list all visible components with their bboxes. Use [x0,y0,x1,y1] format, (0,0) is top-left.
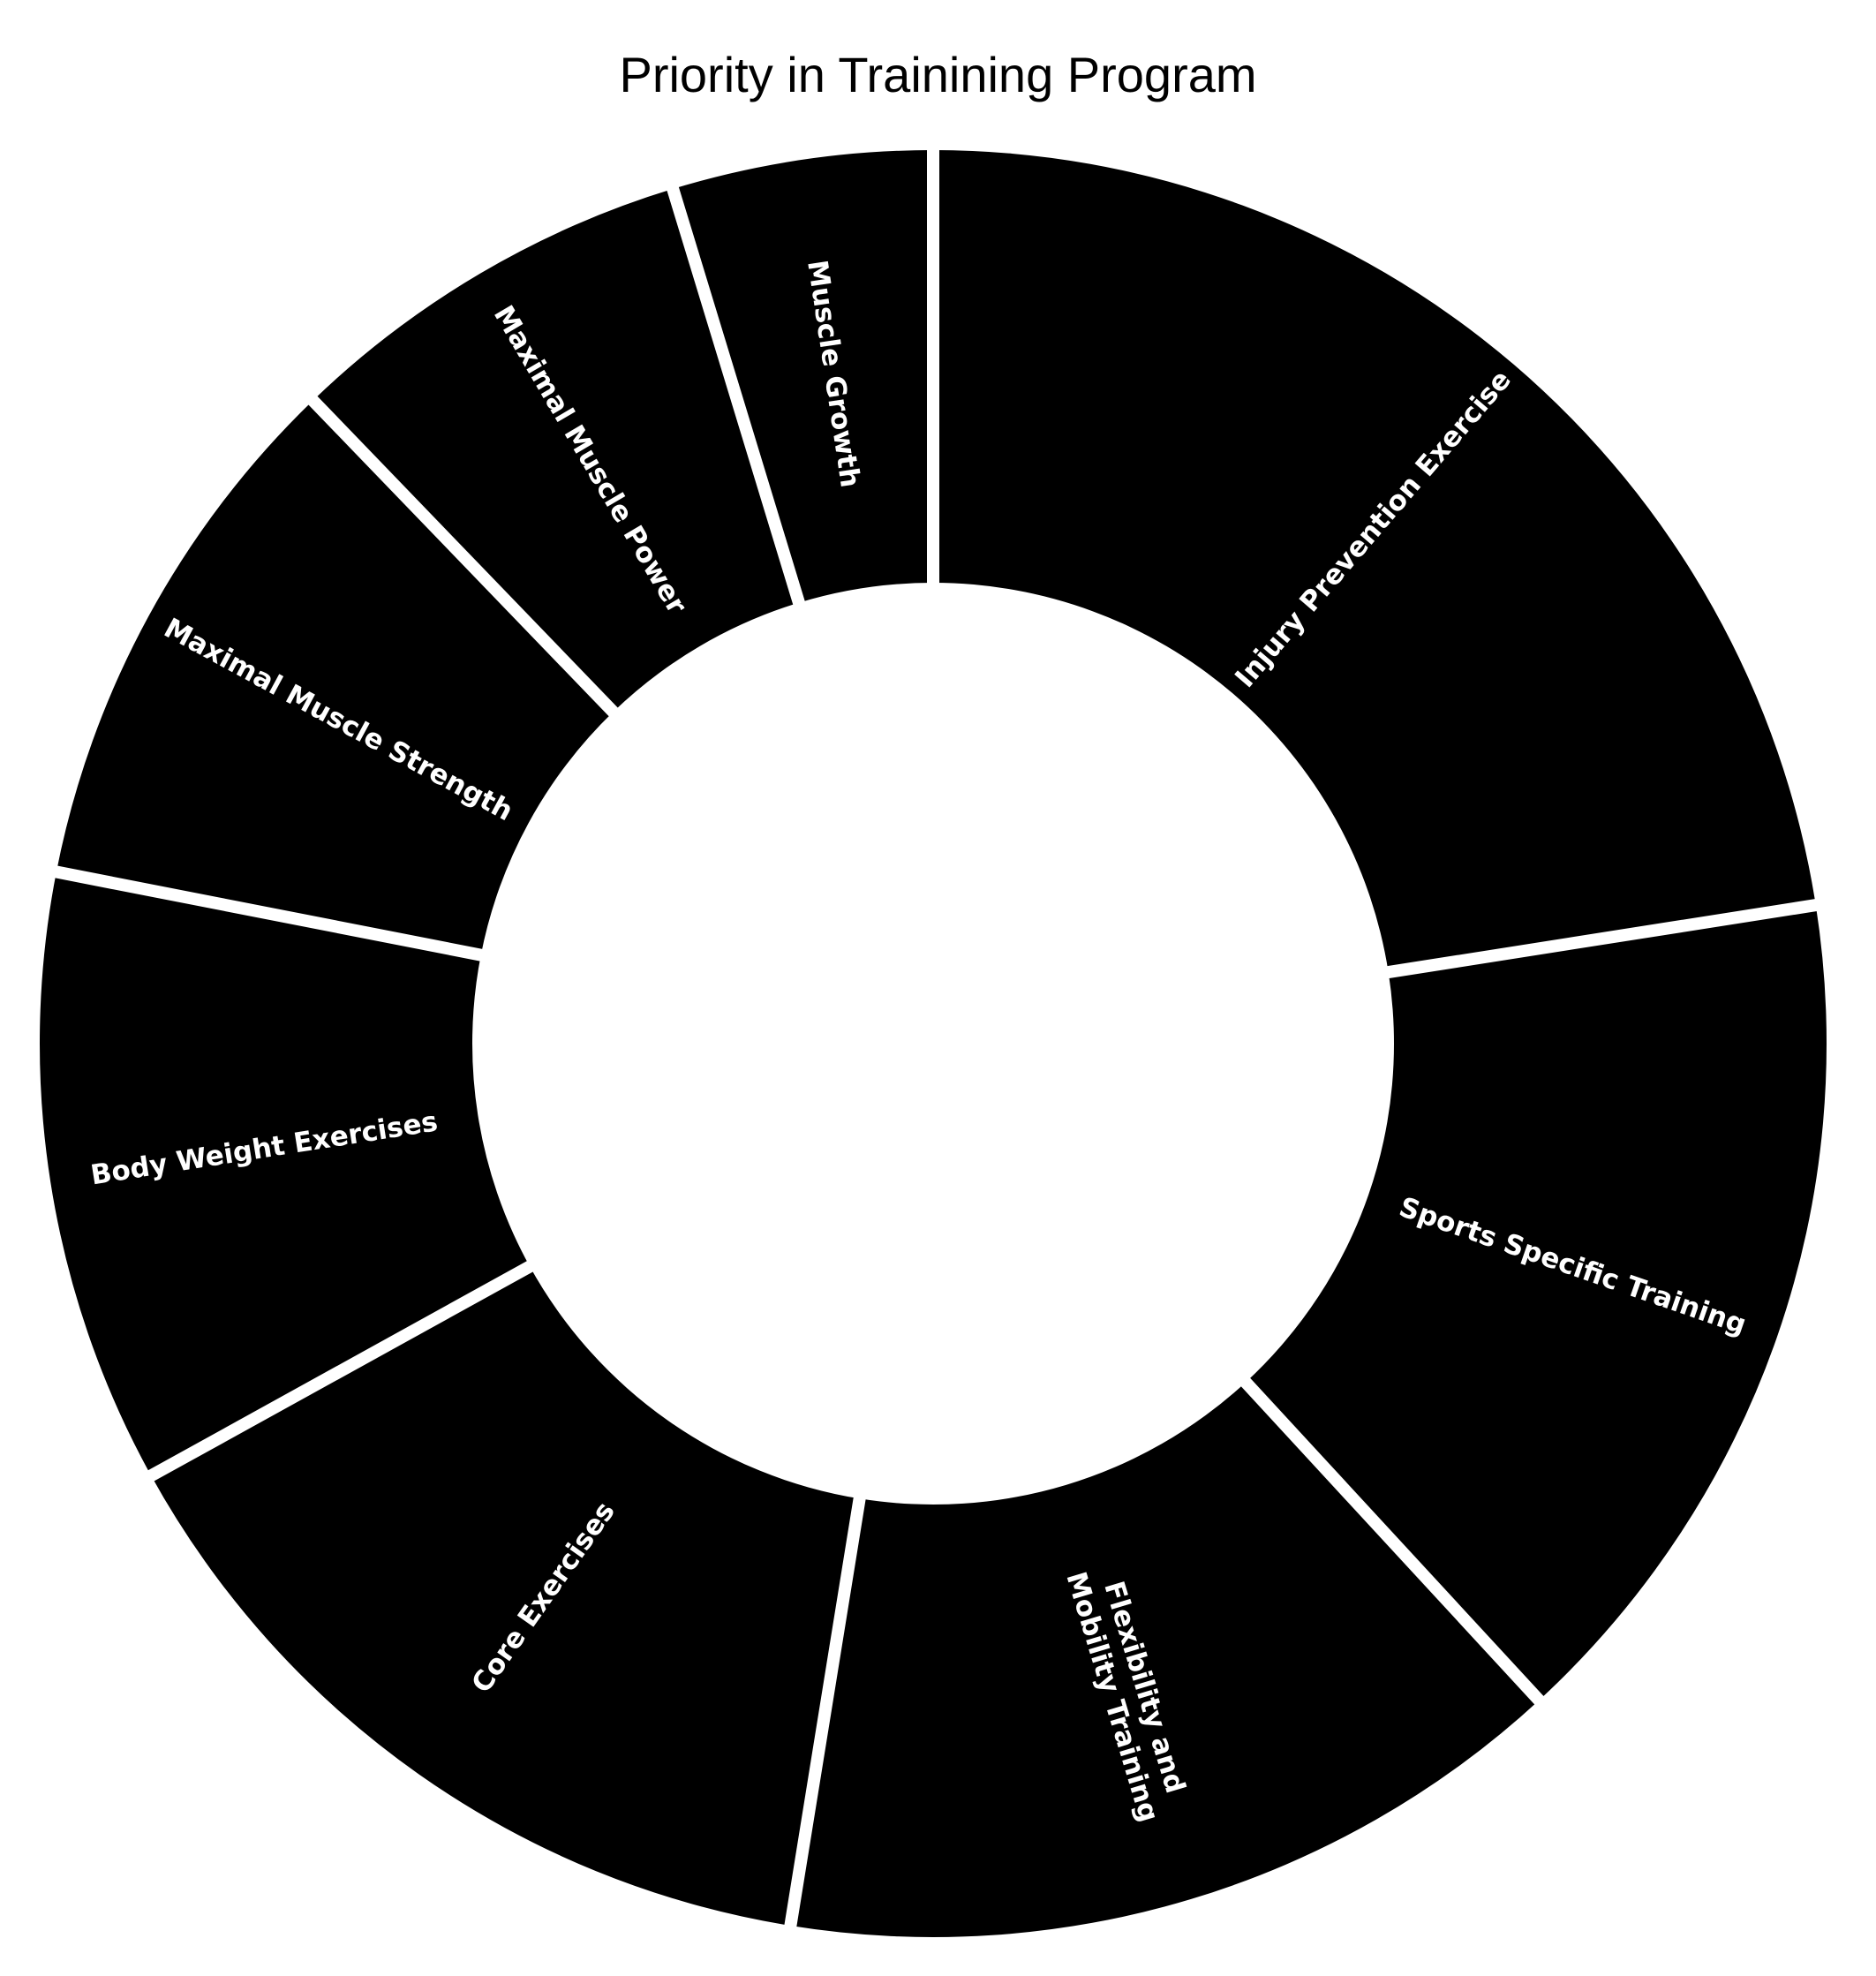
segment-flexibility-and-mobility-training [790,1382,1540,1938]
segment-injury-prevention-exercise [933,150,1816,973]
segment-separator [783,1493,867,1932]
segment-maximal-muscle-power [313,188,799,713]
segment-separator [666,183,807,609]
segment-body-weight-exercises [39,871,531,1476]
segment-sports-specific-training [1246,905,1827,1701]
segment-core-exercises [151,1266,860,1927]
segment-separator [1383,898,1821,979]
segment-separator [50,864,486,962]
segment-separator [1238,1375,1547,1708]
chart-title: Priority in Trainining Program [619,47,1257,102]
segment-separator [305,393,622,720]
segment-maximal-muscle-strength [56,400,614,955]
segment-muscle-growth [673,150,933,603]
segment-separator [144,1258,537,1483]
